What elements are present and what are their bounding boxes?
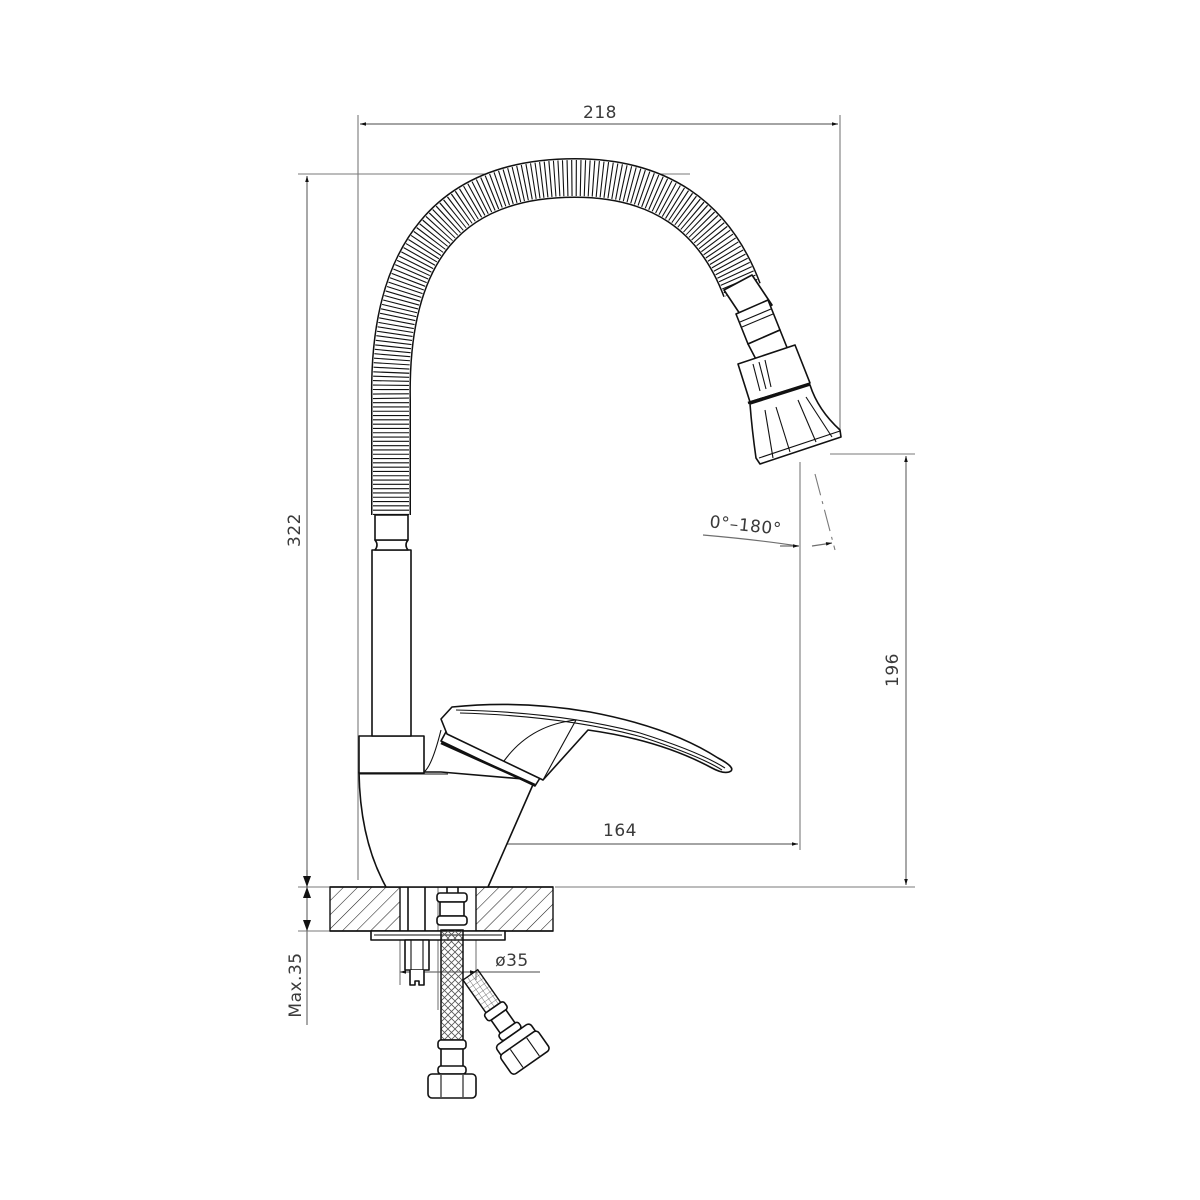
stud-end [409, 970, 425, 986]
dimension-label-reach: 164 [603, 821, 637, 841]
dimension-label-height: 322 [285, 513, 305, 547]
dimension-label-swivel-angle: 0°–180° [709, 512, 783, 539]
hex-nut-angled [495, 1023, 550, 1075]
hex-nut-vertical [427, 1073, 477, 1099]
supply-hoses [427, 862, 550, 1099]
mounting-washer [370, 930, 506, 941]
mounting-stud [404, 887, 430, 986]
supply-hose-angled [462, 968, 550, 1075]
dimension-countertop-thickness: Max.35 [286, 870, 330, 1025]
dimension-label-width: 218 [583, 103, 617, 123]
body-shell [358, 771, 536, 888]
riser-tube-body [371, 549, 412, 737]
lever-outline [440, 703, 733, 781]
countertop-section [329, 886, 554, 932]
riser-base-block [358, 735, 425, 774]
supply-hose-vertical [440, 929, 464, 1041]
angle-leader [702, 534, 799, 547]
lever-handle [440, 703, 733, 781]
dimension-outlet-height: 196 [555, 453, 915, 888]
spray-head-nozzle [749, 384, 842, 465]
countertop-hatch-left [329, 886, 401, 932]
stud-nut [404, 939, 430, 971]
dimension-label-diameter: ø35 [495, 951, 529, 971]
dimension-swivel-angle: 0°–180° [702, 473, 836, 551]
dimension-overall-width: 218 [357, 103, 841, 880]
lever-web [503, 719, 577, 781]
spray-head-collar [737, 344, 811, 403]
dimension-label-outlet-height: 196 [883, 653, 903, 687]
mixer-body [358, 729, 536, 888]
angle-axis-line [814, 473, 836, 551]
flexible-spout [370, 157, 761, 515]
countertop-hatch-right [475, 886, 554, 932]
dimension-label-max-thickness: Max.35 [286, 952, 306, 1017]
spray-head [723, 274, 842, 465]
riser-tube [371, 514, 412, 737]
